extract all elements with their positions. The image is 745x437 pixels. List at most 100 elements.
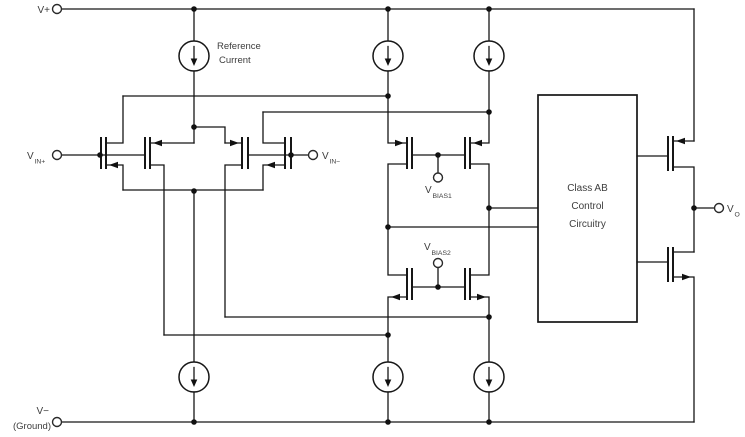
down-arrow-icon [190,379,198,387]
down-arrow-icon [384,379,392,387]
vbias1-label: V BIAS1 [425,185,452,200]
output-mosfet-bottom [636,247,695,423]
source-lead [387,163,408,228]
label-base: V [425,185,432,196]
source-lead [672,276,695,423]
label-base: V [322,151,329,162]
junction-dot [385,93,391,99]
mosfet-arrow-icon [391,293,400,301]
junction-dot [288,152,294,158]
label-sub: BIAS1 [433,193,452,200]
drain-lead [387,226,408,276]
wire [193,126,226,144]
down-arrow-icon [485,58,493,66]
down-arrow-icon [190,58,198,66]
input-mosfet-m1 [100,95,124,191]
down-arrow-icon [485,379,493,387]
cascode-mosfet-m7 [387,226,413,336]
mosfet-arrow-icon [153,139,162,147]
reference-current-source [178,8,210,144]
junction-dot [191,419,197,425]
junction-dot [691,205,697,211]
bottom-current-source-2 [372,334,404,423]
vout-terminal [713,202,725,214]
bottom-current-source-3 [473,316,505,423]
input-mosfet-m4 [262,111,292,191]
vin-plus-terminal [51,149,63,161]
source-lead [469,296,490,318]
drain-lead [387,95,408,144]
vout-label: V O [727,204,740,219]
class-ab-line3: Circuitry [569,219,606,230]
positive-supply-rail [61,8,695,142]
class-ab-control-block: Class AB Control Circuitry [537,94,638,323]
mosfet-arrow-icon [477,293,486,301]
vin-plus-label: V IN+ [27,151,45,166]
class-ab-line2: Control [571,201,603,212]
source-lead [262,164,286,191]
junction-dots [97,6,697,425]
cascode-mosfet-m6 [464,111,490,209]
top-current-source-2 [372,8,404,97]
junction-dot [435,284,441,290]
source-lead [387,296,408,336]
vbias1-terminal [432,172,444,183]
label-base: V [27,151,34,162]
label-sub: O [735,212,740,219]
source-lead [149,164,165,336]
junction-dot [385,419,391,425]
vminus-terminal [51,416,63,428]
mosfet-arrow-icon [473,139,482,147]
interconnect-wires [61,95,539,336]
output-node [693,202,725,214]
junction-dot [435,152,441,158]
drain-lead [672,166,695,253]
reference-current-label: Reference Current [217,41,261,66]
cascode-mosfet-m8 [464,207,490,318]
drain-lead [105,95,124,144]
cascode-mosfet-m5 [387,95,413,228]
input-mosfet-m2 [144,137,195,336]
class-ab-line1: Class AB [567,183,608,194]
vbias1-node [411,154,466,183]
mosfet-arrow-icon [230,139,239,147]
junction-dot [385,332,391,338]
source-lead [224,164,243,318]
label-sub: IN− [330,159,341,166]
junction-dot [486,314,492,320]
junction-dot [486,205,492,211]
mosfet-arrow-icon [676,137,685,145]
drain-lead [469,207,490,276]
block-outline [537,94,638,323]
vplus-terminal [51,3,63,15]
label-sub: BIAS2 [432,250,451,257]
junction-dot [191,188,197,194]
junction-dot [486,109,492,115]
vminus-label: V− [36,406,49,417]
bottom-current-source-1 [178,190,210,423]
label-line1: Reference [217,41,261,52]
source-lead [469,163,490,209]
junction-dot [385,6,391,12]
label-sub: IN+ [35,159,46,166]
junction-dot [97,152,103,158]
vbias2-terminal [432,257,444,269]
junction-dot [486,419,492,425]
ground-label: (Ground) [13,421,51,432]
mosfet-arrow-icon [682,273,691,281]
vbias2-node [411,257,466,288]
label-base: V [727,204,734,215]
output-mosfet-top [636,136,695,253]
top-current-source-3 [473,8,505,113]
source-lead [105,164,124,191]
label-base: V [424,242,431,253]
drain-lead [262,111,286,144]
vin-minus-terminal [307,149,319,161]
mosfet-arrow-icon [266,161,275,169]
junction-dot [191,6,197,12]
down-arrow-icon [384,58,392,66]
junction-dot [191,124,197,130]
junction-dot [486,6,492,12]
